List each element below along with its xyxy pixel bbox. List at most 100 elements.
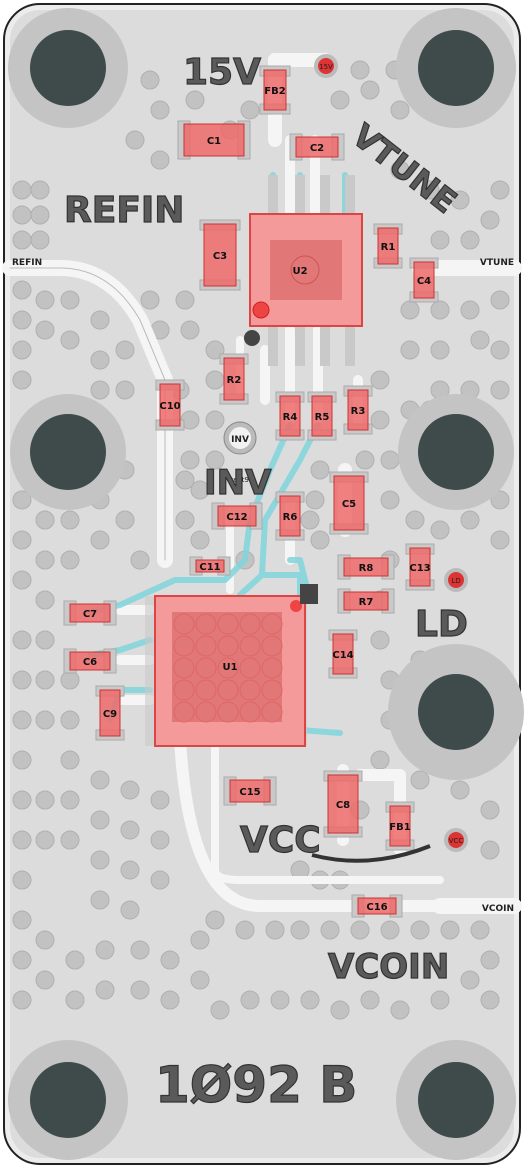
u1-thermal-via — [239, 701, 261, 723]
ground-via — [12, 205, 32, 225]
component-r4[interactable]: R4 — [275, 391, 305, 441]
component-r2[interactable]: R2 — [219, 353, 249, 405]
component-r5[interactable]: R5 — [307, 391, 337, 441]
ground-via — [90, 770, 110, 790]
mounting-hole-mid-left — [10, 394, 126, 510]
silk-ld: LD — [415, 604, 468, 645]
component-c2[interactable]: C2 — [289, 133, 345, 161]
component-c11[interactable]: C11 — [189, 556, 231, 576]
ground-via — [12, 630, 32, 650]
testpoint-vcc[interactable]: VCC — [444, 828, 468, 852]
ground-via — [120, 860, 140, 880]
ic-u1[interactable] — [145, 584, 318, 747]
testpoint-15v[interactable]: 15V — [314, 54, 338, 78]
ground-via — [35, 830, 55, 850]
ground-via — [12, 710, 32, 730]
component-c4[interactable]: C4 — [409, 257, 439, 303]
ground-via — [130, 550, 150, 570]
ground-via — [130, 980, 150, 1000]
ground-via — [35, 590, 55, 610]
component-c15[interactable]: C15 — [223, 776, 277, 806]
u1-thermal-via — [173, 613, 195, 635]
ground-via — [490, 290, 510, 310]
component-c1[interactable]: C1 — [177, 120, 251, 160]
component-c9[interactable]: C9 — [95, 685, 125, 741]
ground-via — [370, 750, 390, 770]
component-r7[interactable]: R7 — [337, 588, 395, 614]
ground-via — [12, 230, 32, 250]
component-label-c7: C7 — [83, 609, 97, 620]
component-c6[interactable]: C6 — [63, 648, 117, 674]
ground-via — [305, 490, 325, 510]
silk-board-id: 1Ø92 B — [155, 1056, 357, 1114]
silk-refin: REFIN — [64, 190, 184, 231]
component-label-r1: R1 — [381, 242, 396, 253]
ground-via — [12, 370, 32, 390]
ground-via — [240, 990, 260, 1010]
component-c13[interactable]: C13 — [405, 543, 435, 591]
testpoint-inv[interactable]: INV — [223, 421, 257, 455]
ground-via — [290, 920, 310, 940]
mounting-hole-lower-right — [388, 644, 524, 780]
ground-via — [12, 280, 32, 300]
ground-via — [95, 980, 115, 1000]
ground-via — [90, 380, 110, 400]
component-c14[interactable]: C14 — [328, 629, 358, 679]
ground-via — [95, 940, 115, 960]
ground-via — [30, 230, 50, 250]
ground-via — [490, 530, 510, 550]
ground-via — [60, 750, 80, 770]
component-c12[interactable]: C12 — [211, 502, 263, 530]
component-label-fb2: FB2 — [264, 86, 285, 97]
testpoint-15v-label: 15V — [319, 63, 333, 71]
ground-via — [460, 300, 480, 320]
component-u1[interactable]: U1 — [222, 662, 237, 673]
component-c10[interactable]: C10 — [155, 379, 185, 431]
ground-via — [90, 890, 110, 910]
ground-via — [35, 550, 55, 570]
testpoint-vcc-label: VCC — [449, 837, 464, 845]
u1-thermal-via — [261, 657, 283, 679]
component-u2[interactable]: U2 — [292, 266, 307, 277]
ground-via — [12, 870, 32, 890]
component-fb2[interactable]: FB2 — [259, 65, 291, 115]
ground-via — [460, 510, 480, 530]
component-r8[interactable]: R8 — [337, 554, 395, 580]
component-r6[interactable]: R6 — [275, 491, 305, 541]
ground-via — [430, 300, 450, 320]
component-c16[interactable]: C16 — [351, 894, 403, 918]
ground-via — [12, 570, 32, 590]
ground-via — [60, 790, 80, 810]
ground-via — [60, 830, 80, 850]
component-c8[interactable]: C8 — [323, 770, 363, 838]
ground-via — [420, 180, 440, 200]
component-r1[interactable]: R1 — [373, 223, 403, 269]
u1-thermal-via — [173, 657, 195, 679]
ground-via — [12, 950, 32, 970]
ground-via — [470, 920, 490, 940]
u1-thermal-via — [217, 679, 239, 701]
ground-via — [90, 350, 110, 370]
ground-via — [115, 340, 135, 360]
ground-via — [12, 180, 32, 200]
component-c5[interactable]: C5 — [329, 471, 369, 535]
ground-via — [130, 940, 150, 960]
ground-via — [12, 790, 32, 810]
testpoint-ld[interactable]: LD — [444, 568, 468, 592]
ground-via — [470, 330, 490, 350]
ground-via — [205, 410, 225, 430]
component-fb1[interactable]: FB1 — [385, 801, 415, 851]
ground-via — [310, 530, 330, 550]
component-label-c16: C16 — [366, 902, 387, 913]
ground-via — [35, 710, 55, 730]
ground-via — [190, 970, 210, 990]
ground-via — [35, 320, 55, 340]
ground-via — [12, 670, 32, 690]
component-label-c5: C5 — [342, 499, 356, 510]
component-c3[interactable]: C3 — [199, 219, 241, 291]
ic-u2[interactable] — [249, 175, 363, 366]
ground-via — [12, 310, 32, 330]
component-c7[interactable]: C7 — [63, 600, 117, 626]
edge-label-vtune: VTUNE — [480, 258, 514, 268]
component-r3[interactable]: R3 — [343, 385, 373, 435]
